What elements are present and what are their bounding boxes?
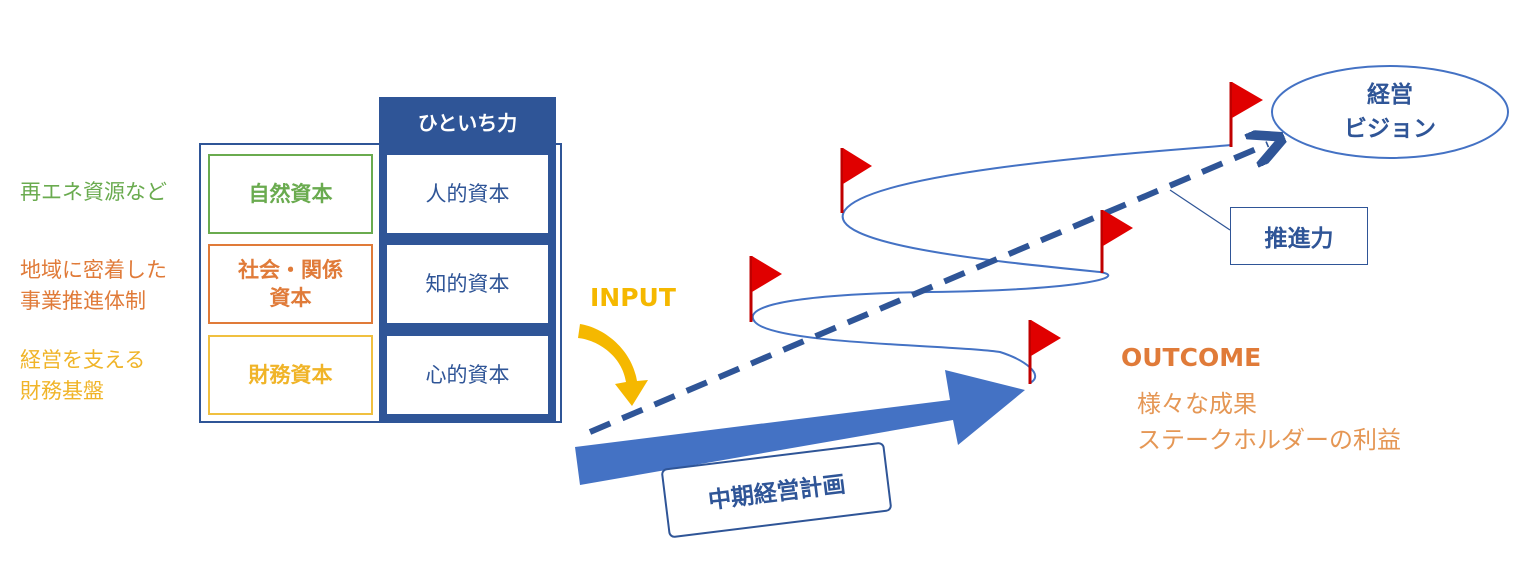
hitoichi-header: ひといち力: [417, 110, 518, 135]
regional-system-note: 地域に密着した 事業推進体制: [20, 258, 167, 313]
natural-capital-box: 自然資本: [208, 154, 373, 234]
outcome-line-1: 様々な成果: [1137, 390, 1257, 418]
driving-force-connector: [1169, 189, 1231, 231]
flag-icon: [1028, 320, 1061, 384]
outcome-title: OUTCOME: [1121, 343, 1262, 372]
flag-icon: [749, 256, 782, 322]
block-arrow-icon: [575, 370, 1025, 485]
outcome-line-2: ステークホルダーの利益: [1137, 426, 1401, 454]
driving-force-label: 推進力: [1230, 207, 1368, 265]
spiral-path: [751, 144, 1233, 384]
flag-icon: [1100, 210, 1133, 273]
vision-ellipse: [1271, 65, 1509, 159]
dashed-arrow-icon: [588, 144, 1268, 435]
vision-line-1: 経営: [1367, 82, 1413, 108]
mental-capital-box: 心的資本: [387, 336, 548, 414]
social-capital-box: 社会・関係 資本: [208, 244, 373, 324]
natural-resources-note: 再エネ資源など: [20, 180, 167, 204]
curved-arrow-icon: [578, 324, 648, 406]
vision-line-2: ビジョン: [1344, 116, 1436, 142]
outcome-description: 様々な成果 ステークホルダーの利益: [1137, 386, 1401, 458]
input-label: INPUT: [590, 283, 676, 312]
mid-term-plan-text: 中期経営計画: [706, 471, 847, 515]
financial-base-note: 経営を支える 財務基盤: [20, 348, 146, 403]
driving-force-text: 推進力: [1264, 226, 1334, 252]
flag-icon: [840, 148, 872, 213]
intellectual-capital-box: 知的資本: [387, 245, 548, 323]
flag-icon: [1229, 82, 1263, 147]
human-capital-box: 人的資本: [387, 155, 548, 233]
financial-capital-box: 財務資本: [208, 335, 373, 415]
management-vision: 経営 ビジョン: [1272, 66, 1508, 158]
